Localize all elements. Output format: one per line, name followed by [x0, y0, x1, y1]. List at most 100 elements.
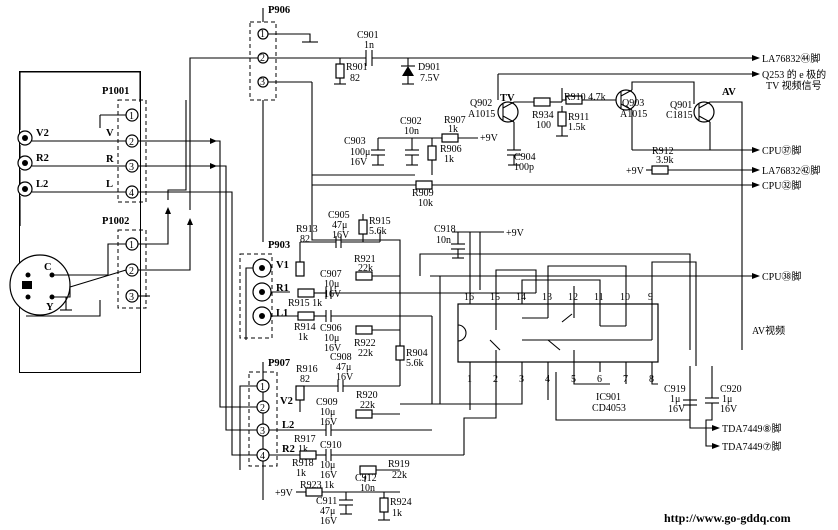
r915-value: 5.6k — [369, 226, 387, 237]
signal-cpu38: CPU㊳脚 — [762, 270, 801, 283]
r918-label: R918 — [292, 458, 314, 469]
c905-value1: 47μ — [332, 220, 347, 231]
ic901-cd4053: 16 15 14 13 12 11 10 9 1 2 3 4 5 6 7 8 — [457, 292, 659, 414]
r906-label: R906 — [440, 144, 462, 155]
r911-label: R911 — [568, 112, 589, 123]
s-video-jack: C Y — [9, 254, 71, 316]
p907-label: P907 — [268, 358, 290, 369]
av-label: AV — [722, 87, 736, 98]
c919-value1: 1μ — [670, 394, 680, 405]
c904-label: C904 — [514, 152, 536, 163]
ic-pin-13: 13 — [542, 292, 552, 303]
p1001-connector: P1001 1 2 3 4 — [102, 86, 147, 203]
c905-value2: 16V — [332, 230, 350, 241]
jack-l2-label: L2 — [36, 179, 48, 190]
signal-cpu32: CPU㉜脚 — [762, 179, 801, 192]
c903-value1: 100μ — [350, 147, 370, 158]
r914-label: R914 — [294, 322, 316, 333]
ic-pin-6: 6 — [597, 374, 602, 385]
r912-label: R912 — [652, 146, 674, 157]
r911-value: 1.5k — [568, 122, 586, 133]
c911-value2: 16V — [320, 516, 338, 527]
jack-l2: L2 — [17, 179, 48, 197]
p907-connector: P907 1 2 3 4 — [248, 358, 290, 467]
watermark-url: http://www.go-gddq.com — [664, 511, 791, 525]
r913-value: 82 — [300, 234, 310, 245]
r921-value: 22k — [358, 263, 373, 274]
p907-pin-3: 3 — [260, 426, 265, 437]
r915-label: R915 — [369, 216, 391, 227]
p1001-pin-1: 1 — [129, 111, 134, 122]
c920-label: C920 — [720, 384, 742, 395]
p1001-r-label: R — [106, 154, 114, 165]
jack-r2-label: R2 — [36, 153, 49, 164]
p906-label: P906 — [268, 5, 290, 16]
r920-value: 22k — [360, 400, 375, 411]
p1002-pin-3: 3 — [129, 292, 134, 303]
r919-value: 22k — [392, 470, 407, 481]
r922-value: 22k — [358, 348, 373, 359]
c920-value1: 1μ — [722, 394, 732, 405]
r917-value: 1k — [298, 444, 308, 455]
r901-value: 82 — [350, 73, 360, 84]
ic-pin-12: 12 — [568, 292, 578, 303]
c906-value1: 10μ — [324, 333, 339, 344]
signal-q253-line2: TV 视频信号 — [766, 79, 822, 92]
r901-label: R901 — [346, 62, 368, 73]
c901-label: C901 — [357, 30, 379, 41]
ic-pin-16: 16 — [464, 292, 474, 303]
p1001-pin-3: 3 — [129, 162, 134, 173]
c902-value: 10n — [404, 126, 419, 137]
q901-transistor: Q901 C1815 AV — [666, 87, 736, 123]
r914-value: 1k — [298, 332, 308, 343]
r924-label: R924 — [390, 497, 412, 508]
p1001-pin-2: 2 — [129, 137, 134, 148]
supply-9v-2: +9V — [626, 166, 645, 177]
r919-label: R919 — [388, 459, 410, 470]
p906-pin-1: 1 — [260, 29, 265, 40]
c908-value2: 16V — [336, 372, 354, 383]
r909-value: 10k — [418, 198, 433, 209]
c911-value1: 47μ — [320, 506, 335, 517]
p903-label: P903 — [268, 240, 290, 251]
c919-value2: 16V — [668, 404, 686, 415]
r909-label: R909 — [412, 188, 434, 199]
c908-value1: 47μ — [336, 362, 351, 373]
ic-pin-10: 10 — [620, 292, 630, 303]
c920-value2: 16V — [720, 404, 738, 415]
jack-c-label: C — [44, 262, 52, 273]
p1001-pin-4: 4 — [129, 188, 134, 199]
jack-y-label: Y — [46, 302, 54, 313]
r916-label: R916 — [296, 364, 318, 375]
jack-l1-label: L1 — [276, 308, 288, 319]
q901-type: C1815 — [666, 110, 693, 121]
ic901-type: CD4053 — [592, 403, 626, 414]
c919-label: C919 — [664, 384, 686, 395]
ic-pin-15: 15 — [490, 292, 500, 303]
q901-label: Q901 — [670, 100, 692, 111]
p1002-pin-1: 1 — [129, 240, 134, 251]
c901-value: 1n — [364, 40, 374, 51]
c902-label: C902 — [400, 116, 422, 127]
p1002-connector: P1002 1 2 3 — [102, 216, 147, 309]
q902-label: Q902 — [470, 98, 492, 109]
signal-la76832-44: LA76832㊹脚 — [762, 52, 820, 65]
r921-label: R921 — [354, 254, 376, 265]
p906-pin-3: 3 — [260, 77, 265, 88]
r904-label: R904 — [406, 348, 428, 359]
p907-pin-2: 2 — [260, 403, 265, 414]
p1001-label: P1001 — [102, 86, 129, 97]
jack-v1-label: V1 — [276, 260, 289, 271]
signal-q253-line1: Q253 的 e 极的 — [762, 68, 826, 81]
supply-9v-1: +9V — [480, 133, 499, 144]
jack-v2-label: V2 — [36, 128, 49, 139]
r918-value: 1k — [296, 468, 306, 479]
p907-r2-label: R2 — [282, 444, 295, 455]
c908-label: C908 — [330, 352, 352, 363]
c910-value2: 16V — [320, 470, 338, 481]
c909-value2: 16V — [320, 417, 338, 428]
p1002-label: P1002 — [102, 216, 129, 227]
r920-label: R920 — [356, 390, 378, 401]
r924-value: 1k — [392, 508, 402, 519]
